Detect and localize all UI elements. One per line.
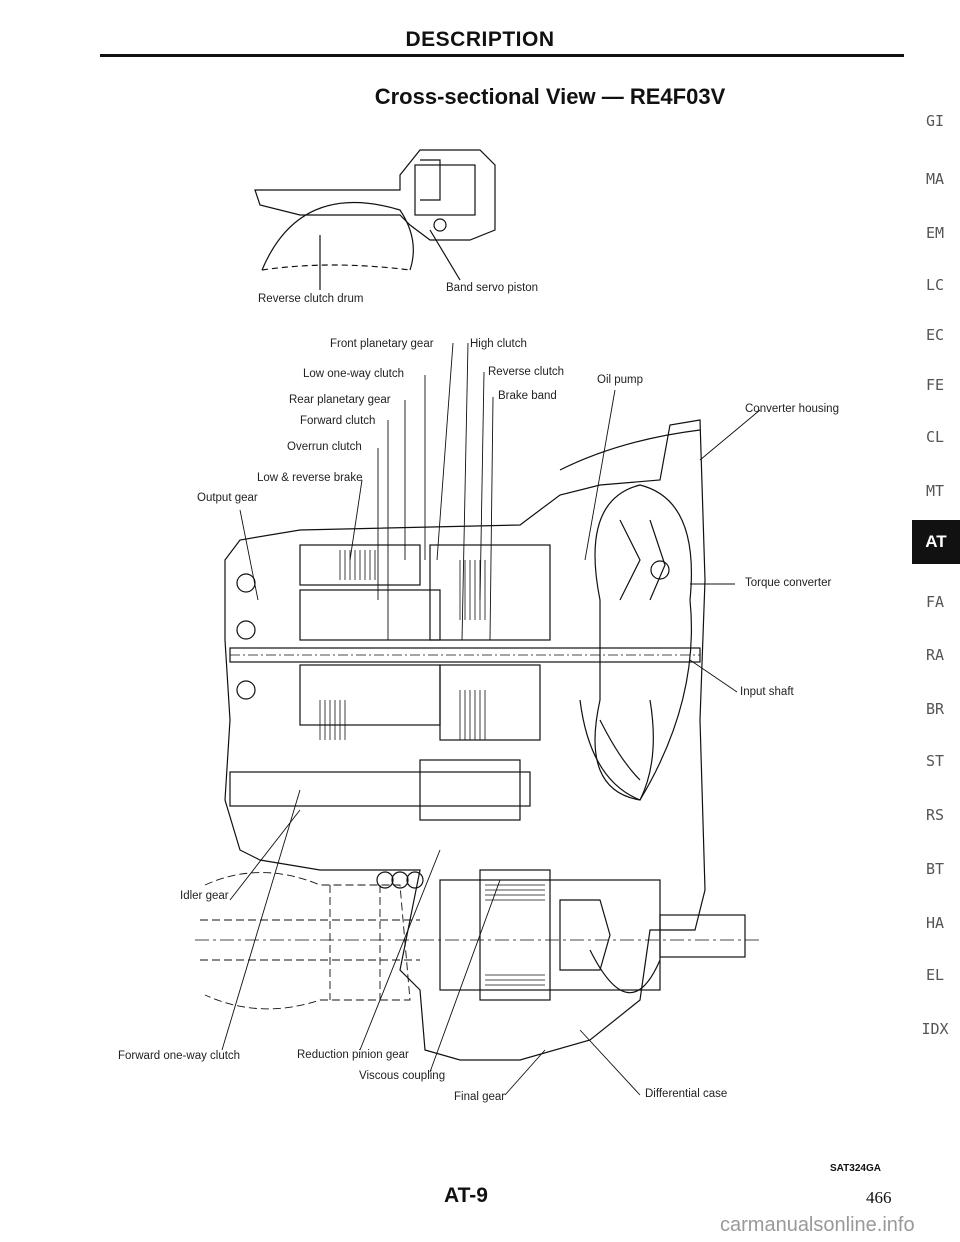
label-viscous-coupling: Viscous coupling [359,1070,446,1082]
label-idler-gear: Idler gear [180,890,229,902]
page-header: DESCRIPTION [405,28,555,51]
watermark[interactable]: carmanualsonline.info [720,1214,915,1236]
side-tab-rs[interactable]: RS [925,806,945,824]
label-rear-planetary-gear: Rear planetary gear [289,394,391,406]
label-converter-housing: Converter housing [745,403,839,415]
label-forward-clutch: Forward clutch [300,415,376,427]
side-tab-cl[interactable]: CL [925,428,945,446]
page-number: 466 [866,1188,892,1207]
label-oil-pump: Oil pump [597,374,644,386]
label-final-gear: Final gear [454,1091,506,1103]
label-high-clutch: High clutch [470,338,527,350]
label-band-servo-piston: Band servo piston [446,282,539,294]
side-tab-st[interactable]: ST [925,752,945,770]
lower-shaft [229,759,531,889]
label-input-shaft: Input shaft [740,686,794,698]
clutch-packs [299,544,551,741]
side-tab-lc[interactable]: LC [925,276,945,294]
label-reduction-pinion-gear: Reduction pinion gear [297,1049,409,1061]
side-tab-el[interactable]: EL [925,966,945,984]
side-tab-ha[interactable]: HA [925,914,945,932]
side-tab-at[interactable]: AT [912,520,960,564]
inset-detail [254,149,496,290]
label-output-gear: Output gear [197,492,258,504]
page-id: AT-9 [444,1184,488,1207]
differential [195,869,760,1001]
side-tab-ma[interactable]: MA [925,170,945,188]
leader-lines [221,342,761,1096]
side-tab-fa[interactable]: FA [925,593,945,611]
main-case [224,419,706,1061]
label-torque-converter: Torque converter [745,577,832,589]
label-brake-band: Brake band [498,390,557,402]
side-tab-ec[interactable]: EC [925,326,945,344]
label-front-planetary-gear: Front planetary gear [330,338,434,350]
side-tab-mt[interactable]: MT [925,482,945,500]
side-tab-br[interactable]: BR [925,700,945,718]
label-low-one-way-clutch: Low one-way clutch [303,368,404,380]
side-tab-bt[interactable]: BT [925,860,945,878]
side-tab-em[interactable]: EM [925,224,945,242]
label-forward-one-way-clutch: Forward one-way clutch [118,1050,241,1062]
label-overrun-clutch: Overrun clutch [287,441,362,453]
figure-code: SAT324GA [830,1163,881,1174]
label-differential-case: Differential case [645,1088,728,1100]
side-tab-idx[interactable]: IDX [921,1020,949,1038]
figure-title: Cross-sectional View — RE4F03V [374,84,726,109]
side-tab-gi[interactable]: GI [925,112,945,130]
label-reverse-clutch: Reverse clutch [488,366,565,378]
header-rule [100,54,904,57]
label-reverse-clutch-drum: Reverse clutch drum [258,293,364,305]
side-tab-fe[interactable]: FE [925,376,945,394]
input-shaft [229,647,701,663]
side-tab-ra[interactable]: RA [925,646,945,664]
drive-shaft-phantom [200,872,420,1010]
label-low-reverse-brake: Low & reverse brake [257,472,363,484]
